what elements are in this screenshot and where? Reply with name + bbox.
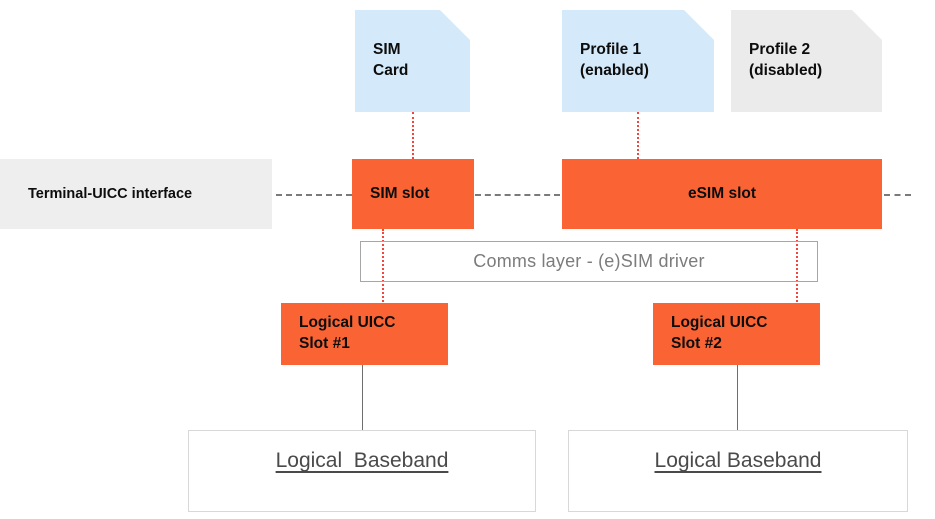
esim-slot-label: eSIM slot [687, 184, 757, 202]
logical-baseband-1-node[interactable]: Logical Baseband [188, 430, 536, 512]
logical-baseband-2-label: Logical Baseband [654, 449, 822, 472]
profile-1-node[interactable]: Profile 1 (enabled) [562, 10, 714, 112]
connector-uicc2-to-baseband2 [737, 365, 738, 430]
profile-2-node[interactable]: Profile 2 (disabled) [731, 10, 882, 112]
esim-slot-node[interactable]: eSIM slot [562, 159, 882, 229]
sim-slot-node[interactable]: SIM slot [352, 159, 474, 229]
connector-esim-slot-to-logical-uicc-2 [796, 229, 798, 313]
comms-layer-label: Comms layer - (e)SIM driver [473, 251, 705, 271]
logical-baseband-1-label: Logical Baseband [275, 449, 449, 472]
interface-dash-right [884, 194, 911, 196]
interface-dash-left [276, 194, 352, 196]
profile-2-label: Profile 2 (disabled) [749, 41, 823, 79]
logical-uicc-slot-1-label: Logical UICC Slot #1 [299, 314, 396, 352]
connector-sim-card-to-sim-slot [412, 112, 414, 159]
connector-profile1-to-esim-slot [637, 112, 639, 159]
terminal-uicc-interface-node: Terminal-UICC interface [0, 159, 272, 229]
logical-uicc-slot-1-node[interactable]: Logical UICC Slot #1 [281, 303, 448, 365]
profile-1-label: Profile 1 (enabled) [580, 41, 649, 79]
sim-card-label: SIM Card [373, 41, 409, 79]
interface-dash-middle [475, 194, 560, 196]
logical-uicc-slot-2-node[interactable]: Logical UICC Slot #2 [653, 303, 820, 365]
terminal-uicc-interface-label: Terminal-UICC interface [28, 186, 193, 202]
connector-uicc1-to-baseband1 [362, 365, 363, 430]
sim-card-node[interactable]: SIM Card [355, 10, 470, 112]
logical-baseband-2-node[interactable]: Logical Baseband [568, 430, 908, 512]
connector-sim-slot-to-logical-uicc-1 [382, 229, 384, 313]
sim-slot-label: SIM slot [370, 184, 430, 202]
logical-uicc-slot-2-label: Logical UICC Slot #2 [671, 314, 768, 352]
comms-layer-node[interactable]: Comms layer - (e)SIM driver [360, 241, 818, 282]
